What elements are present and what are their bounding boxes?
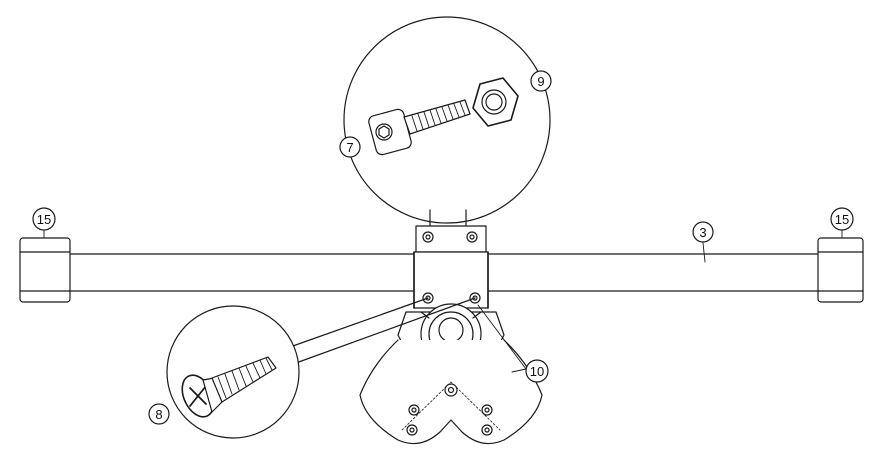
base-plate bbox=[359, 339, 543, 445]
screw-detail-circle bbox=[166, 297, 476, 439]
screw-head bbox=[181, 374, 223, 418]
base-screw-br bbox=[481, 424, 493, 436]
svg-text:15: 15 bbox=[37, 212, 51, 227]
svg-text:3: 3 bbox=[699, 225, 706, 240]
callout-8: 8 bbox=[148, 403, 170, 425]
top-left-bolt bbox=[422, 231, 434, 243]
base-screw-top bbox=[444, 383, 458, 397]
svg-text:15: 15 bbox=[835, 212, 849, 227]
right-end-cap bbox=[817, 237, 864, 303]
svg-text:7: 7 bbox=[346, 140, 353, 155]
socket-bolt bbox=[368, 99, 471, 156]
center-bracket bbox=[413, 209, 489, 309]
leader-lines bbox=[43, 228, 843, 373]
svg-text:9: 9 bbox=[537, 74, 544, 89]
top-right-bolt bbox=[466, 231, 478, 243]
base-screw-left bbox=[408, 404, 420, 416]
hex-nut bbox=[472, 77, 519, 127]
callout-3: 3 bbox=[692, 221, 714, 243]
svg-text:8: 8 bbox=[155, 407, 162, 422]
left-end-cap bbox=[19, 237, 71, 303]
bolt-detail-circle bbox=[343, 16, 551, 224]
callout-7: 7 bbox=[339, 136, 361, 158]
callout-9: 9 bbox=[530, 70, 552, 92]
callout-15-left: 15 bbox=[32, 207, 56, 231]
callout-10: 10 bbox=[525, 359, 549, 383]
base-screw-bl bbox=[406, 424, 418, 436]
svg-text:10: 10 bbox=[530, 364, 544, 379]
callout-15-right: 15 bbox=[830, 207, 854, 231]
base-screw-right bbox=[481, 404, 493, 416]
